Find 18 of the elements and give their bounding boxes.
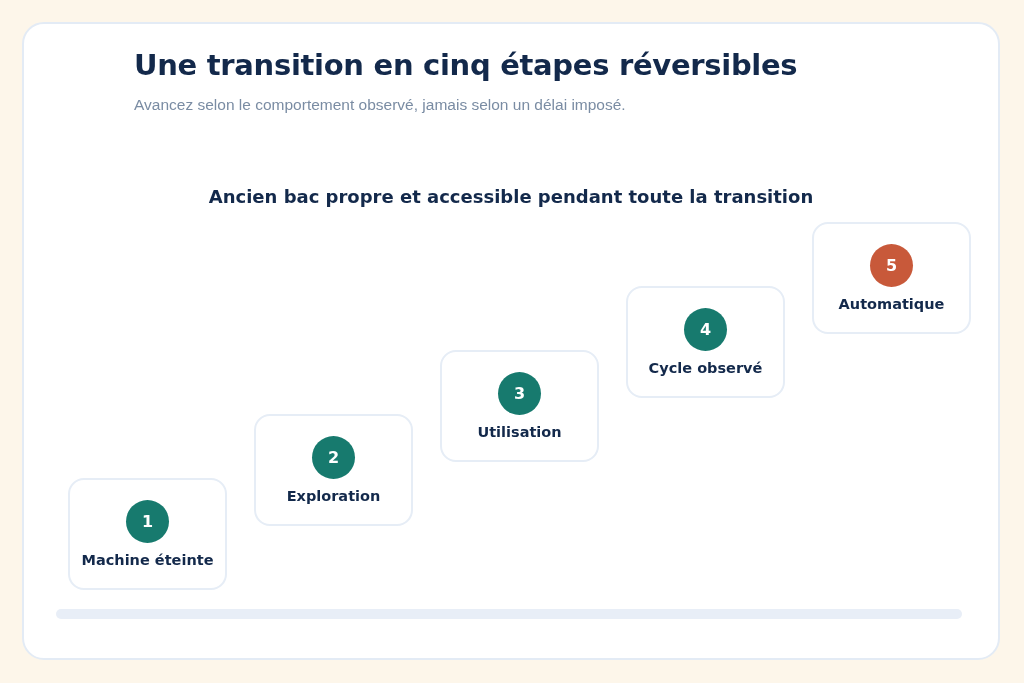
number-badge: 4 xyxy=(684,308,727,351)
number-badge: 3 xyxy=(498,372,541,415)
section-heading: Ancien bac propre et accessible pendant toute la transition xyxy=(207,186,815,207)
number-badge: 5 xyxy=(870,244,913,287)
step-label: Cycle observé xyxy=(647,360,764,376)
step-label: Machine éteinte xyxy=(80,552,215,568)
step-card xyxy=(626,286,785,398)
number-badge: 2 xyxy=(312,436,355,479)
step-card xyxy=(68,478,227,590)
step-label: Automatique xyxy=(837,296,946,312)
subtitle: Avancez selon le comportement observé, jamais selon un délai imposé. xyxy=(134,96,626,114)
step-card xyxy=(440,350,599,462)
title: Une transition en cinq étapes réversibles xyxy=(134,48,798,82)
step-label: Exploration xyxy=(285,488,382,504)
number-badge: 1 xyxy=(126,500,169,543)
step-card xyxy=(254,414,413,526)
step-label: Utilisation xyxy=(476,424,563,440)
step-card xyxy=(812,222,971,334)
